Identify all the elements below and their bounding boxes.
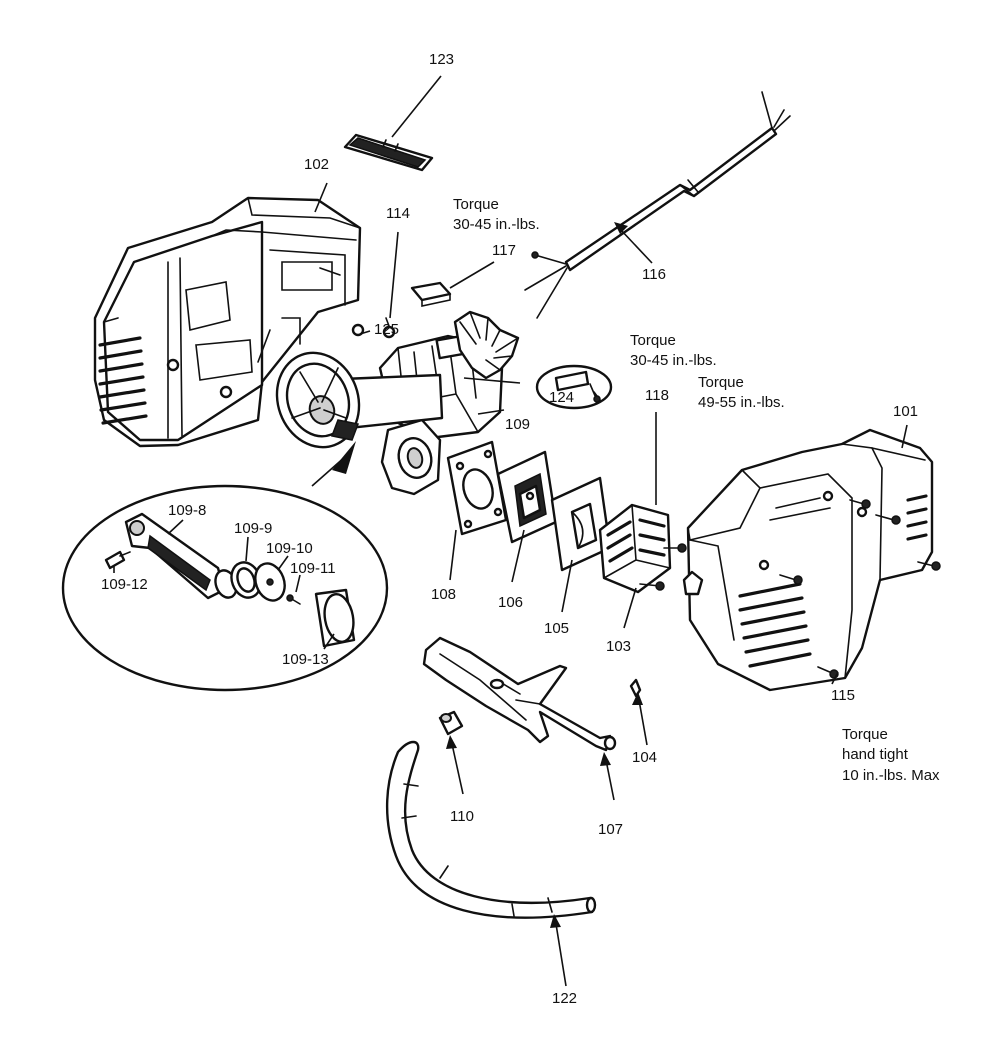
part-109-13-cylinder-sleeve bbox=[314, 588, 356, 648]
label-124: 124 bbox=[549, 389, 574, 406]
part-104-clip bbox=[629, 678, 642, 698]
label-109-10: 109-10 bbox=[266, 540, 313, 557]
torque-note-2-title: Torque bbox=[630, 332, 676, 349]
housing-screws bbox=[779, 499, 941, 679]
label-109-11: 109-11 bbox=[290, 560, 336, 577]
torque-note-1-title: Torque bbox=[453, 196, 499, 213]
label-116: 116 bbox=[642, 266, 666, 283]
label-109-8: 109-8 bbox=[168, 502, 206, 519]
part-117-pad bbox=[410, 281, 452, 307]
part-106-valve-plate bbox=[496, 450, 558, 544]
part-109-8-connecting-rod bbox=[124, 512, 238, 600]
part-114-screw bbox=[382, 317, 396, 339]
torque-note-4-line3: 10 in.-lbs. Max bbox=[842, 767, 940, 784]
label-115: 115 bbox=[831, 687, 855, 704]
part-103-118-pressure-switch bbox=[598, 503, 687, 594]
label-104: 104 bbox=[632, 749, 657, 766]
label-109-9: 109-9 bbox=[234, 520, 272, 537]
part-123-handle-grip bbox=[343, 133, 434, 172]
part-101-right-housing bbox=[682, 428, 934, 692]
part-109-11-screw bbox=[286, 594, 301, 605]
part-107-outlet-tube bbox=[422, 636, 617, 752]
label-123: 123 bbox=[429, 51, 454, 68]
part-labels: 123 102 114 117 116 125 124 109 118 101 … bbox=[101, 51, 918, 1007]
torque-notes: Torque 30-45 in.-lbs. Torque 30-45 in.-l… bbox=[453, 196, 940, 784]
part-122-air-hose bbox=[385, 740, 597, 919]
label-108: 108 bbox=[431, 586, 456, 603]
part-109-motor-pump-assembly bbox=[275, 310, 520, 496]
torque-note-3-title: Torque bbox=[698, 374, 744, 391]
part-116-power-cord bbox=[524, 91, 791, 319]
part-109-10-cup bbox=[254, 562, 286, 602]
label-109-12: 109-12 bbox=[101, 576, 148, 593]
label-105: 105 bbox=[544, 620, 569, 637]
label-107: 107 bbox=[598, 821, 623, 838]
leader-lines bbox=[113, 75, 908, 987]
label-117: 117 bbox=[492, 242, 516, 259]
torque-note-3-value: 49-55 in.-lbs. bbox=[698, 394, 785, 411]
part-108-gasket bbox=[446, 440, 508, 536]
fan bbox=[453, 310, 520, 380]
torque-note-4-title: Torque bbox=[842, 726, 888, 743]
label-118: 118 bbox=[645, 387, 669, 404]
label-106: 106 bbox=[498, 594, 523, 611]
label-122: 122 bbox=[552, 990, 577, 1007]
label-125: 125 bbox=[374, 321, 399, 338]
label-103: 103 bbox=[606, 638, 631, 655]
piston-detail-callout bbox=[61, 441, 389, 692]
label-101: 101 bbox=[893, 403, 918, 420]
part-110-fitting bbox=[438, 710, 464, 736]
label-109-13: 109-13 bbox=[282, 651, 329, 668]
label-109: 109 bbox=[505, 416, 530, 433]
torque-note-4-line2: hand tight bbox=[842, 746, 909, 763]
part-102-left-housing bbox=[93, 196, 362, 448]
torque-note-1-value: 30-45 in.-lbs. bbox=[453, 216, 540, 233]
label-102: 102 bbox=[304, 156, 329, 173]
part-109-12-bolt bbox=[104, 550, 131, 570]
label-110: 110 bbox=[450, 808, 474, 825]
label-114: 114 bbox=[386, 205, 410, 222]
part-124-brush-inset bbox=[535, 364, 613, 410]
torque-note-2-value: 30-45 in.-lbs. bbox=[630, 352, 717, 369]
